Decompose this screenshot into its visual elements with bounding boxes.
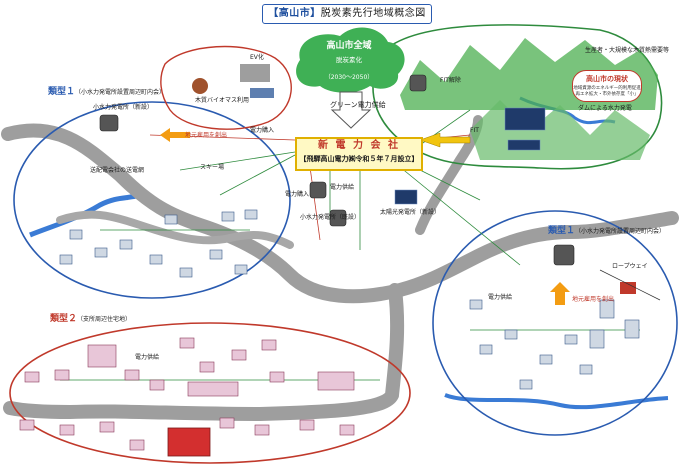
label-hydro-new: 小水力発電所（新設） [93, 104, 154, 111]
arrow-to-company [419, 132, 471, 148]
category-type1-left: 類型１（小水力発電所設置周辺町内会） [48, 84, 165, 97]
callout-expand-left: 地元雇用を創出 [185, 132, 228, 139]
river [444, 393, 669, 410]
label-grid: 送配電会社の送電網 [90, 167, 145, 174]
label-biomass: 木質バイオマス利用 [195, 97, 250, 104]
category-desc: （小水力発電所設置周辺町内会） [575, 228, 666, 235]
label-ev: EV化 [250, 54, 264, 61]
solar-panel [394, 107, 546, 205]
category-name: 類型１ [548, 226, 576, 236]
status-title: 高山市の現状 [586, 75, 628, 83]
main-road [56, 210, 294, 249]
label-supply-2: 電力供給 [488, 294, 513, 301]
new-power-company: 新 電 力 会 社 【飛騨高山電力㈱令和５年７月設立】 [295, 137, 423, 171]
label-dam-hydro: ダムによる水力発電 [578, 105, 632, 112]
label-large-heat: 生産者・大規模な木質熱需要等 [585, 47, 670, 54]
company-name: 新 電 力 会 社 [318, 140, 400, 151]
river [29, 190, 147, 238]
main-road [1, 123, 679, 304]
supply-lines [60, 109, 640, 381]
job-arrow-left [160, 128, 190, 142]
houses-type2 [19, 337, 355, 451]
ropeway-gondola [620, 282, 636, 294]
biomass-icon [192, 78, 208, 94]
label-ropeway: ロープウェイ [612, 263, 648, 270]
region-type1-left [13, 101, 291, 299]
region-type1-right [432, 210, 678, 436]
category-type1-right: 類型１（小水力発電所設置周辺町内会） [548, 223, 665, 236]
title-text: 脱炭素先行地域概念図 [320, 8, 426, 19]
category-name: 類型２ [50, 314, 78, 324]
job-arrow [550, 282, 570, 305]
green-supply-arrow [330, 91, 372, 129]
green-supply-label: グリーン電力供給 [330, 101, 386, 109]
hydro-plant [99, 74, 575, 266]
main-road [3, 283, 405, 422]
label-solar-new: 太陽光発電所（新設） [380, 209, 441, 216]
callout-expand-right: 地元雇用を創出 [572, 296, 615, 303]
label-buy-2: 電力購入 [285, 191, 310, 198]
factory-icon [240, 64, 270, 82]
public-facility [167, 427, 211, 457]
status-desc: 地域資源のエネルギー的利用促進 再エネ拡大・市外依存度「小」 [573, 86, 641, 97]
title-city: 【高山市】 [268, 8, 321, 19]
company-established: 【飛騨高山電力㈱令和５年７月設立】 [299, 155, 419, 163]
label-fit-cancel: FIT解除 [440, 77, 461, 84]
category-type2: 類型２（支所周辺住宅地） [50, 311, 131, 324]
region-type2 [9, 322, 411, 464]
label-fit: FIT [470, 127, 479, 134]
label-supply-3: 電力供給 [135, 354, 160, 361]
region-supply-chain [160, 45, 292, 130]
label-hydro-existing: 小水力発電所（既設） [300, 214, 361, 221]
goal-subtitle: 脱炭素化 [336, 56, 362, 64]
goal-title: 高山市全域 [326, 41, 372, 51]
label-ski: スキー場 [200, 164, 225, 171]
label-supply-1: 電力供給 [330, 184, 355, 191]
goal-block: 高山市全域 脱炭素化 （2030～2050） [306, 38, 392, 81]
page-title: 【高山市】脱炭素先行地域概念図 [262, 4, 432, 24]
label-buy-1: 電力購入 [250, 127, 275, 134]
category-desc: （支所周辺住宅地） [77, 316, 132, 323]
status-box: 高山市の現状 地域資源のエネルギー的利用促進 再エネ拡大・市外依存度「小」 [572, 70, 642, 102]
goal-years: （2030～2050） [324, 74, 374, 81]
goal-cloud [296, 27, 405, 93]
category-desc: （小水力発電所設置周辺町内会） [75, 89, 166, 96]
category-name: 類型１ [48, 87, 76, 97]
ev-icon [250, 88, 274, 98]
houses [59, 209, 640, 390]
